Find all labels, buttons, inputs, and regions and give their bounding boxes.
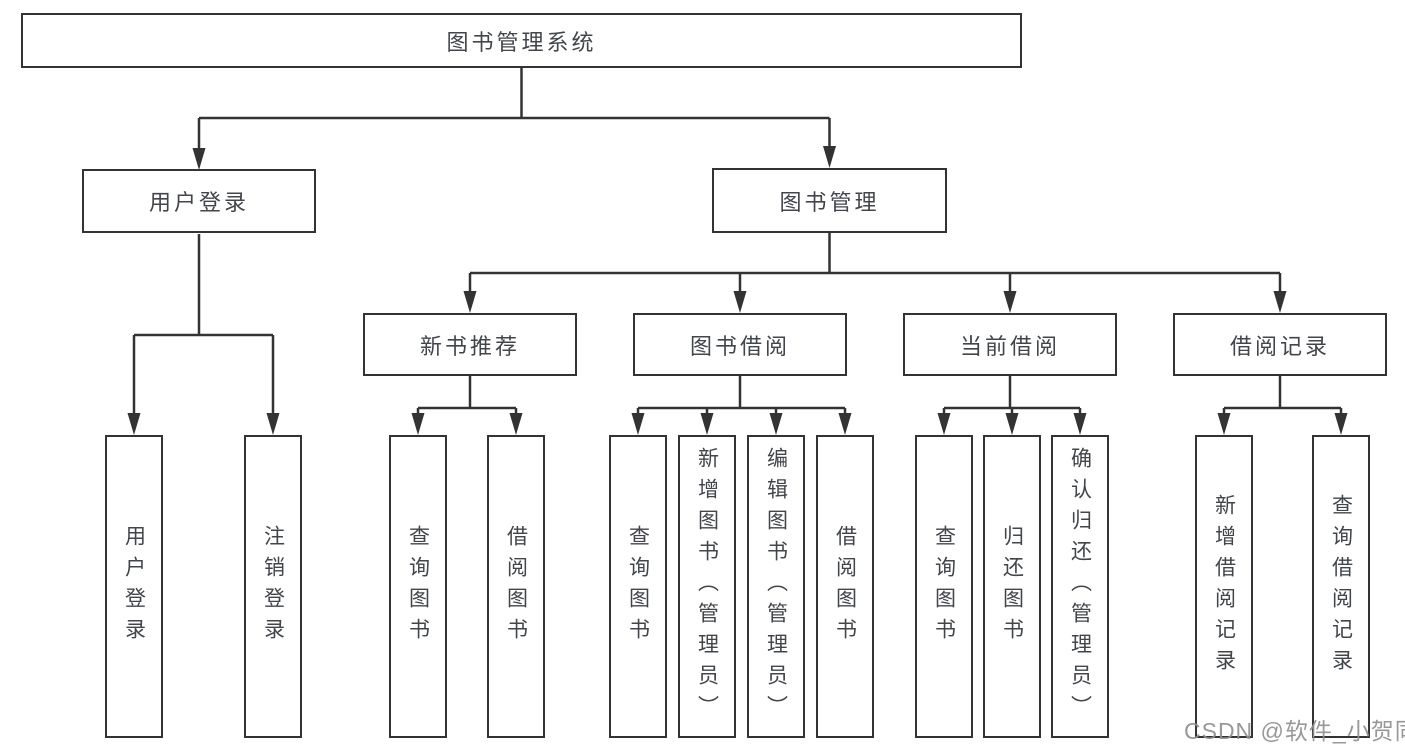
- node-borrow-records: 借阅记录: [1173, 313, 1387, 376]
- node-book-management: 图书管理: [712, 168, 947, 233]
- leaf-label: 新增图书（管理员）: [695, 447, 719, 726]
- leaf-label: 查询借阅记录: [1329, 493, 1353, 680]
- leaf-borrow-book: 借阅图书: [816, 435, 874, 738]
- leaf-edit-book-admin: 编辑图书（管理员）: [747, 435, 805, 738]
- leaf-label: 借阅图书: [833, 524, 857, 649]
- leaf-label: 查询图书: [626, 524, 650, 649]
- node-label: 用户登录: [148, 190, 249, 215]
- leaf-recommend-query-book: 查询图书: [389, 435, 447, 738]
- node-current-borrow: 当前借阅: [903, 313, 1117, 376]
- leaf-query-borrow-record: 查询借阅记录: [1312, 435, 1370, 738]
- node-root-system: 图书管理系统: [21, 13, 1022, 68]
- leaf-label: 新增借阅记录: [1212, 493, 1236, 680]
- node-label: 图书借阅: [689, 333, 790, 359]
- leaf-add-book-admin: 新增图书（管理员）: [678, 435, 736, 738]
- leaf-label: 借阅图书: [504, 524, 528, 649]
- leaf-label: 确认归还（管理员）: [1068, 447, 1092, 726]
- leaf-return-book: 归还图书: [983, 435, 1041, 738]
- node-new-book-recommend: 新书推荐: [363, 313, 577, 376]
- leaf-borrow-query-book: 查询图书: [609, 435, 667, 738]
- leaf-confirm-return-admin: 确认归还（管理员）: [1051, 435, 1109, 738]
- node-user-login: 用户登录: [82, 169, 316, 233]
- node-label: 图书管理: [779, 189, 880, 215]
- leaf-label: 用户登录: [122, 524, 146, 649]
- leaf-label: 查询图书: [406, 524, 430, 649]
- leaf-logout: 注销登录: [244, 435, 302, 738]
- leaf-current-query-book: 查询图书: [915, 435, 973, 738]
- node-book-borrow: 图书借阅: [633, 313, 847, 376]
- node-label: 借阅记录: [1229, 333, 1330, 359]
- leaf-label: 注销登录: [261, 524, 285, 649]
- node-label: 当前借阅: [959, 333, 1060, 359]
- leaf-label: 归还图书: [1000, 524, 1024, 649]
- leaf-recommend-borrow-book: 借阅图书: [487, 435, 545, 738]
- node-label: 新书推荐: [419, 333, 520, 359]
- leaf-label: 查询图书: [932, 524, 956, 649]
- node-label: 图书管理系统: [446, 29, 597, 55]
- leaf-add-borrow-record: 新增借阅记录: [1195, 435, 1253, 738]
- csdn-watermark: CSDN @软件_小贺同学: [1184, 718, 1405, 744]
- leaf-label: 编辑图书（管理员）: [764, 447, 788, 726]
- leaf-user-login: 用户登录: [105, 435, 163, 738]
